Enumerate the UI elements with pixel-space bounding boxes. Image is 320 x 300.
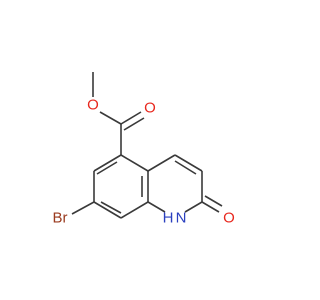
bond-ring-c4a-c5	[120, 154, 149, 172]
bond-o-carbonyl-c	[99, 111, 122, 125]
bond-lactam-double-b	[204, 195, 223, 207]
atom-lactam-oxygen: O	[223, 210, 235, 227]
bond-c7-br	[71, 201, 95, 215]
bond-carbonyl-double-a	[120, 111, 142, 125]
chemical-structure: O O Br N H O	[53, 72, 235, 227]
atom-bromine: Br	[53, 210, 68, 227]
bond-c4-c3	[174, 154, 203, 172]
bond-ring-c8-c8a	[120, 201, 149, 219]
bond-ring-c7-c8	[93, 201, 122, 219]
atom-ester-oxygen: O	[87, 97, 99, 114]
bond-c4-c3-inner	[174, 160, 197, 175]
bond-n1-c8a	[147, 201, 166, 213]
bond-c2-n1	[184, 201, 203, 213]
atom-nitrogen: N	[176, 210, 187, 227]
atom-nitrogen-hydrogen: H	[163, 210, 174, 227]
bond-ring-c5-c6	[93, 154, 122, 172]
bond-lactam-double-a	[201, 201, 220, 213]
bond-carbonyl-double-b	[123, 117, 145, 131]
atom-carbonyl-oxygen: O	[144, 100, 156, 117]
bond-c4a-c4	[147, 154, 176, 172]
bond-ring-c5-c6-inner	[96, 161, 118, 175]
bond-ring-c7-c8-inner	[100, 201, 122, 214]
